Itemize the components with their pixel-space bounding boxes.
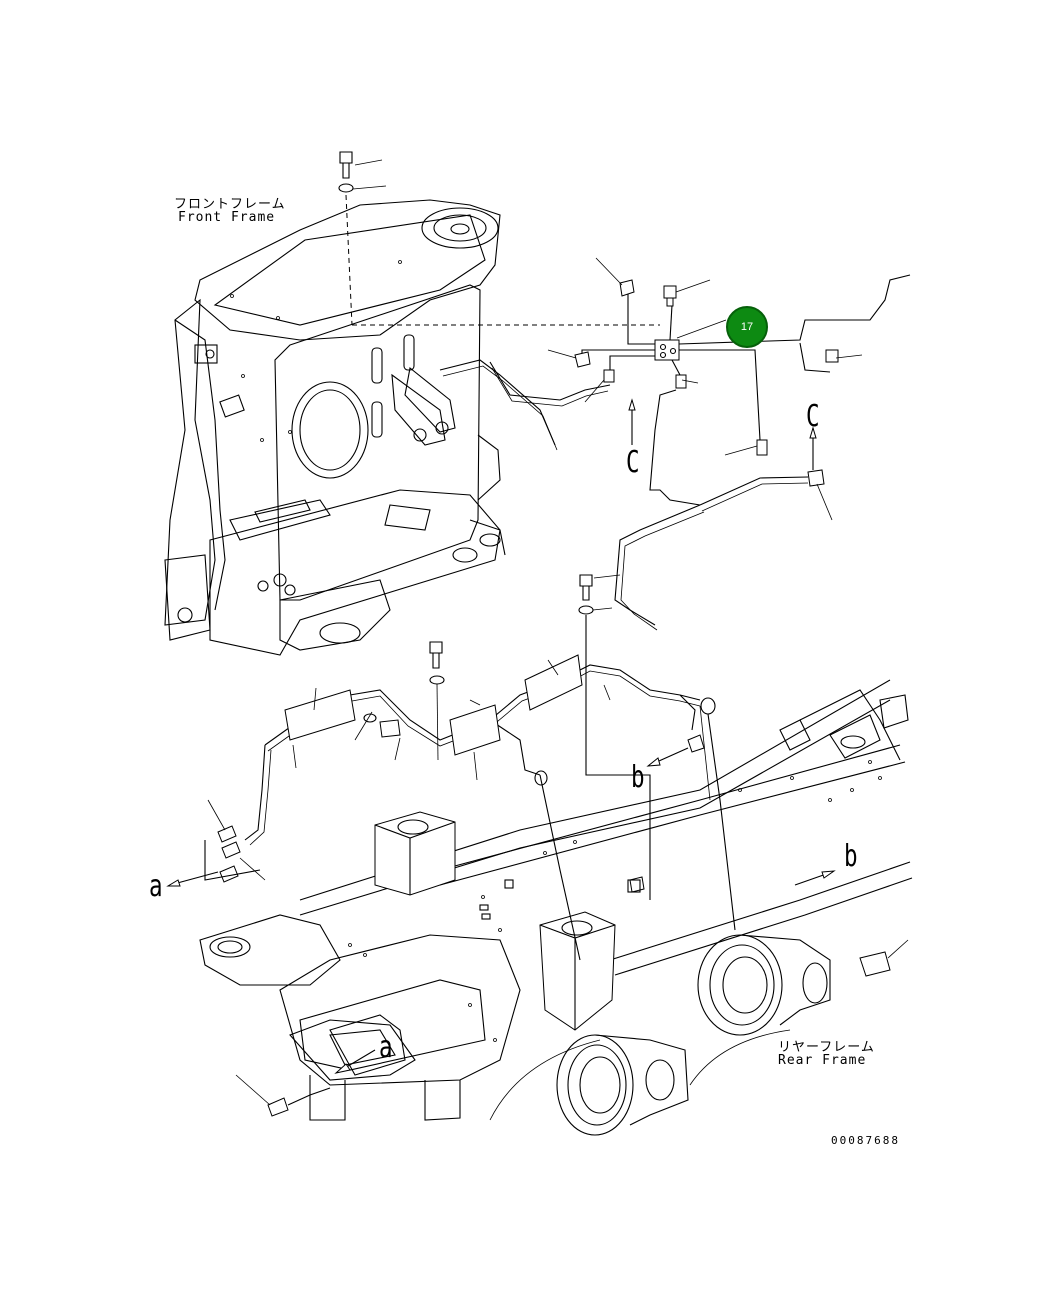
rear-frame-label-jp: リヤーフレーム [778, 1040, 875, 1055]
ref-letter-a-left: a [149, 869, 163, 904]
rear-frame-drawing [199, 679, 913, 1136]
rear-piping [166, 641, 716, 887]
part-17-callout[interactable]: 17 [726, 306, 768, 348]
front-frame-label-en: Front Frame [178, 210, 276, 225]
front-piping [439, 257, 911, 900]
drawing-number: 00087688 [831, 1134, 900, 1147]
front-frame-label-jp: フロントフレーム [174, 197, 286, 212]
ref-letter-c-upper: C [626, 445, 640, 480]
ref-letter-b-right: b [844, 839, 858, 874]
ref-letter-a-lower: a [379, 1030, 393, 1065]
front-frame-drawing [164, 151, 660, 656]
ref-letter-c-right: C [806, 399, 820, 434]
ref-letter-b-mid: b [631, 760, 645, 795]
rear-frame-label-en: Rear Frame [778, 1053, 867, 1068]
